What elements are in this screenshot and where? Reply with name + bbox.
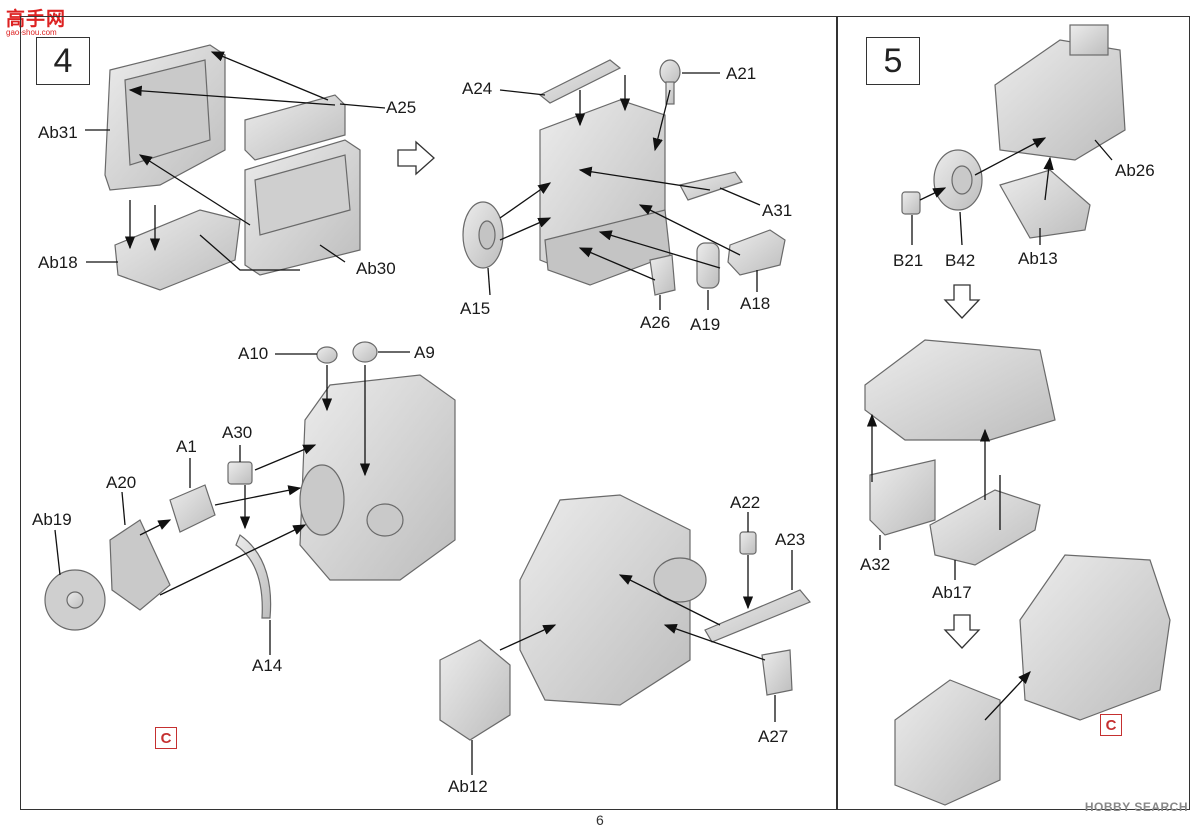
watermark: HOBBY SEARCH	[1084, 800, 1188, 814]
label-ab26: Ab26	[1115, 161, 1155, 180]
label-ab18: Ab18	[38, 253, 78, 272]
part-step5-assembly-bottom	[894, 554, 1171, 806]
step-5-number: 5	[866, 37, 920, 85]
label-a23: A23	[775, 530, 806, 549]
label-a18: A18	[740, 294, 771, 313]
part-a27-bracket	[761, 649, 793, 696]
label-a27: A27	[758, 727, 789, 746]
step-5-panel	[837, 16, 1190, 810]
label-a1: A1	[176, 437, 197, 456]
label-ab30: Ab30	[356, 259, 396, 278]
label-ab17: Ab17	[932, 583, 972, 602]
part-ab17-pan	[929, 489, 1041, 566]
label-a14: A14	[252, 656, 283, 675]
label-b42: B42	[945, 251, 976, 270]
label-a25: A25	[386, 98, 417, 117]
part-engine-assembly-bottom	[519, 494, 707, 706]
page-number: 6	[596, 812, 604, 828]
label-a32: A32	[860, 555, 891, 574]
label-a24: A24	[462, 79, 493, 98]
part-a24-manifold	[538, 59, 622, 104]
part-ab12-bellhousing	[439, 639, 511, 741]
part-a18-starter	[727, 229, 786, 276]
label-a31: A31	[762, 201, 793, 220]
part-a15-flywheel	[462, 201, 504, 269]
part-a20-belt	[109, 519, 171, 611]
label-a19: A19	[690, 315, 721, 334]
label-ab31: Ab31	[38, 123, 78, 142]
part-a23-pipe	[704, 589, 811, 643]
step-flow-arrow-down-1	[943, 284, 981, 319]
part-a9-cap	[352, 341, 378, 363]
site-logo-subtext: gao-shou.com	[6, 28, 57, 37]
step-4-number: 4	[36, 37, 90, 85]
label-a15: A15	[460, 299, 491, 318]
part-a25-cover	[244, 94, 346, 161]
part-ab31-housing	[104, 44, 226, 191]
label-a9: A9	[414, 343, 435, 362]
label-a20: A20	[106, 473, 137, 492]
part-a26-bracket	[649, 254, 676, 296]
label-a22: A22	[730, 493, 761, 512]
label-b21: B21	[893, 251, 924, 270]
label-a21: A21	[726, 64, 757, 83]
part-a10-cap	[316, 346, 338, 364]
part-ab26-gearbox	[994, 24, 1126, 161]
label-a10: A10	[238, 344, 269, 363]
part-a30-bracket	[227, 461, 253, 485]
part-ab13-tray	[999, 169, 1091, 239]
part-ab30-block	[244, 139, 361, 276]
part-ab18-pan	[114, 209, 241, 291]
label-ab19: Ab19	[32, 510, 72, 529]
step-flow-arrow-right	[397, 140, 435, 176]
part-a1-pulley	[169, 484, 216, 533]
part-ab19-fan	[44, 569, 106, 631]
part-a19-filter	[696, 242, 720, 289]
part-b21-fitting	[901, 191, 921, 215]
part-a21-valve	[659, 59, 681, 105]
part-a22-fitting	[739, 531, 757, 555]
label-a26: A26	[640, 313, 671, 332]
label-ab13: Ab13	[1018, 249, 1058, 268]
color-code-c-mark: C	[155, 727, 177, 749]
part-a32-housing	[869, 459, 936, 536]
step-4-panel	[20, 16, 837, 810]
part-engine-assembly-top	[539, 99, 671, 286]
color-code-c-mark: C	[1100, 714, 1122, 736]
part-b42-pulley	[933, 149, 983, 211]
part-a14-hose	[235, 534, 272, 619]
label-a30: A30	[222, 423, 253, 442]
part-step5-assembly-mid	[864, 339, 1056, 441]
step-flow-arrow-down-2	[943, 614, 981, 649]
part-engine-assembly-mid	[299, 374, 456, 581]
label-ab12: Ab12	[448, 777, 488, 796]
part-a31-pipe	[679, 171, 743, 201]
